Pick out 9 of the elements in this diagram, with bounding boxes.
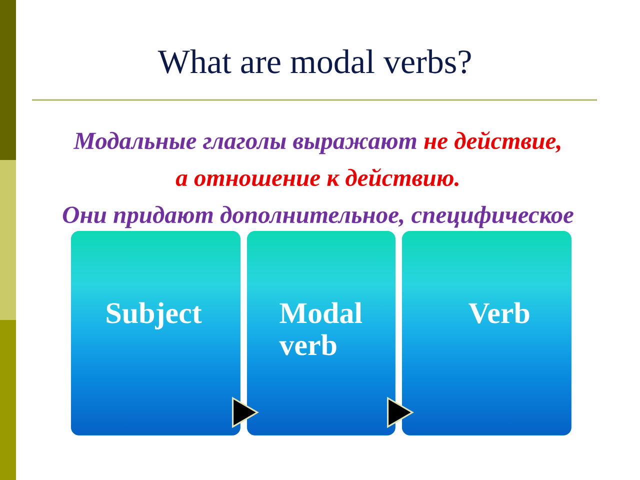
body-text: Модальные глаголы выражают не действие, а отношение к действию. Они придают дополнительное, специфическое <box>62 131 574 228</box>
step-box: Verb <box>402 231 572 436</box>
step-box: Modal verb <box>247 231 396 436</box>
label: не действие, <box>424 131 560 153</box>
label: Модальные глаголы выражают <box>73 132 416 154</box>
slide-title: What are modal verbs? <box>158 49 471 74</box>
step-box: Subject <box>71 231 240 436</box>
label: а отношение к действию. <box>176 168 458 186</box>
label: Они придают дополнительное, специфическое <box>62 206 574 228</box>
